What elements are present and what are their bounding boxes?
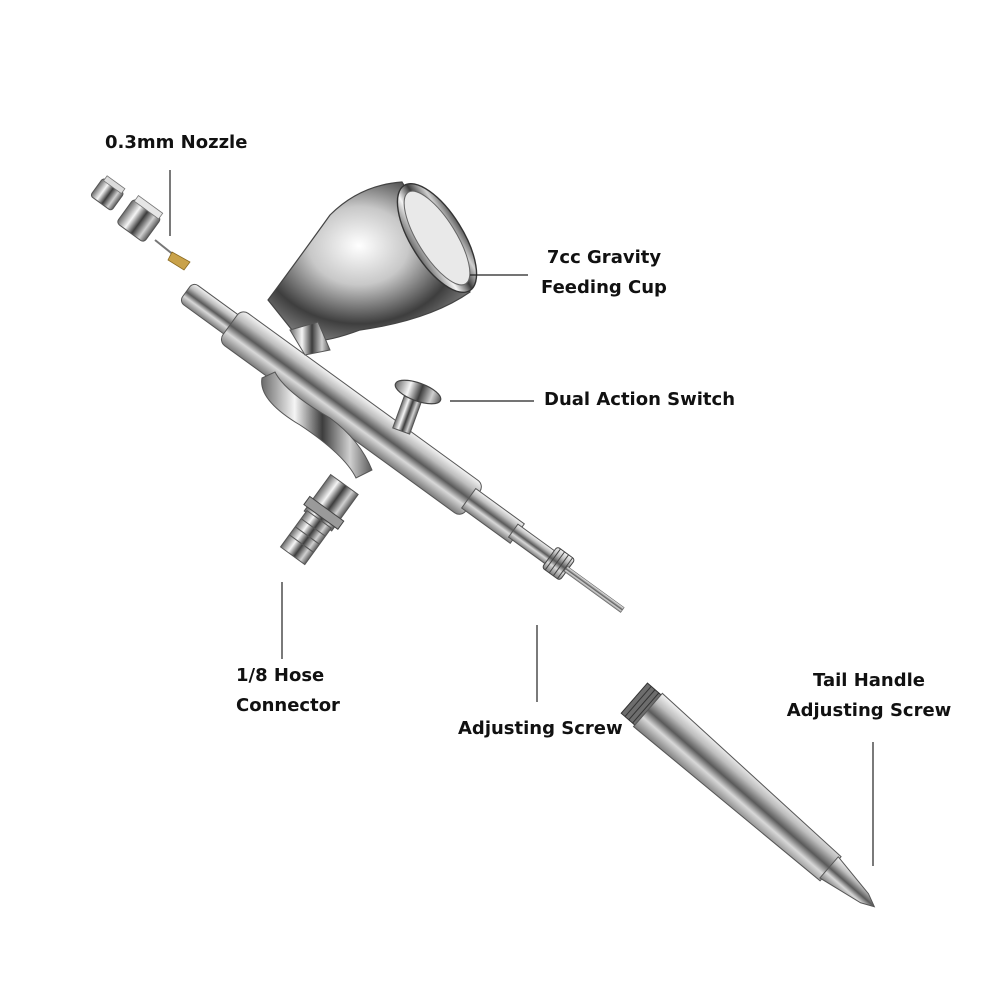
label-nozzle-line1: 0.3mm Nozzle (105, 132, 248, 153)
label-hose-line1: 1/8 Hose (236, 665, 325, 686)
airbrush-body (180, 283, 625, 613)
leader-lines (169, 170, 874, 866)
grip-and-connector (261, 371, 373, 566)
label-adjusting-screw: Adjusting Screw (458, 714, 623, 744)
label-tail-line1: Tail Handle (813, 670, 925, 691)
label-adjusting-screw-line1: Adjusting Screw (458, 718, 623, 739)
label-hose-line2: Connector (236, 695, 340, 716)
needle-tip (154, 239, 191, 271)
label-cup-line2: Feeding Cup (541, 277, 667, 298)
nozzle-cap (90, 175, 164, 242)
label-tail-line2: Adjusting Screw (786, 700, 952, 721)
tail-handle (620, 682, 876, 908)
label-hose: 1/8 Hose Connector (236, 661, 340, 721)
label-cup-line1: 7cc Gravity (546, 247, 662, 268)
gravity-cup (267, 181, 478, 356)
label-nozzle: 0.3mm Nozzle (105, 128, 247, 158)
trigger (392, 379, 442, 435)
label-tail: Tail Handle Adjusting Screw (780, 666, 958, 726)
label-switch-line1: Dual Action Switch (544, 389, 736, 410)
label-switch: Dual Action Switch (544, 385, 735, 415)
label-cup: 7cc Gravity Feeding Cup (530, 243, 678, 303)
